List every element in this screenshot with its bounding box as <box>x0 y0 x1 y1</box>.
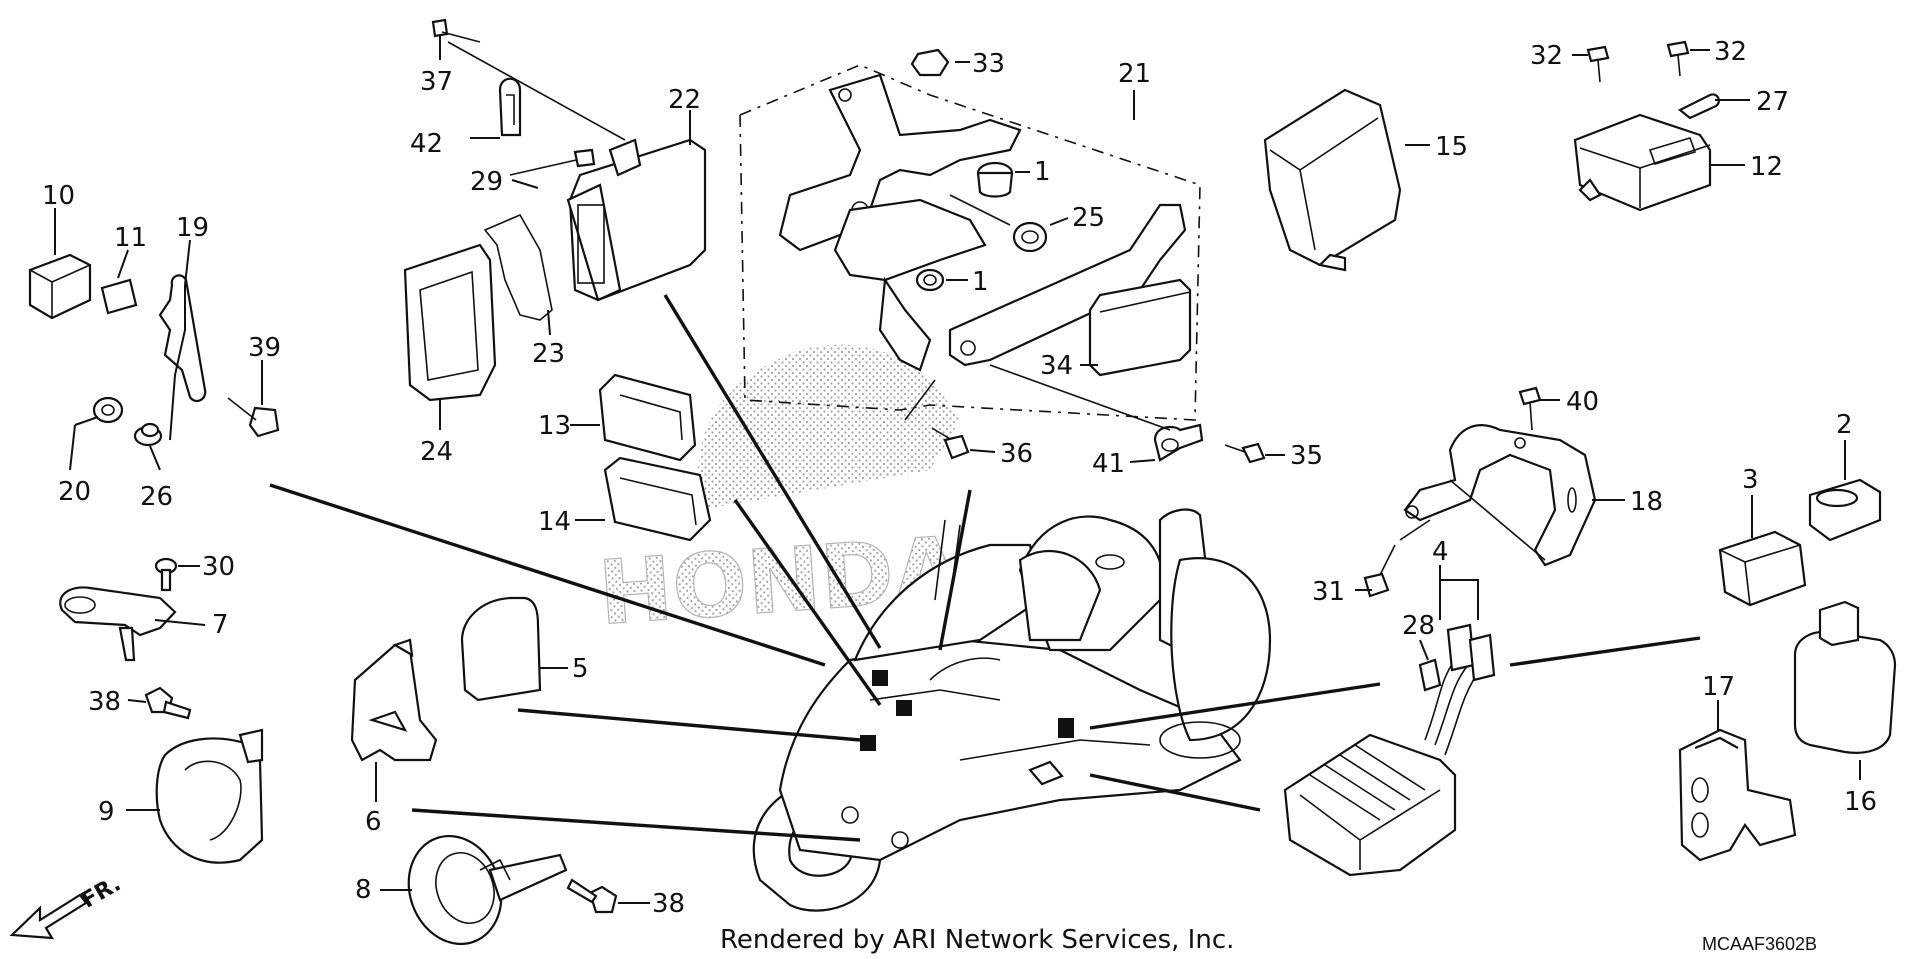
part-17-bracket <box>1678 700 1797 862</box>
diagram-code: MCAAF3602B <box>1702 934 1817 954</box>
part-41-clamp <box>989 364 1204 463</box>
part-34-pad <box>1080 278 1192 377</box>
part-32-screw-right <box>1666 40 1710 77</box>
callout-2: 2 <box>1836 410 1853 440</box>
part-2-cover <box>1808 440 1882 542</box>
callout-7: 7 <box>212 610 229 640</box>
callout-21: 21 <box>1118 59 1151 89</box>
part-12-module <box>1573 113 1745 212</box>
location-pointers <box>269 294 1701 842</box>
part-42-clip <box>470 77 522 139</box>
part-37-screw <box>431 18 626 141</box>
callout-38-top: 38 <box>88 687 121 717</box>
part-31-bolt <box>1355 479 1546 598</box>
callout-41: 41 <box>1092 449 1125 479</box>
part-19-bracket <box>158 239 207 441</box>
part-23-gasket <box>483 213 553 336</box>
callout-3: 3 <box>1742 465 1759 495</box>
part-6-bracket <box>350 638 438 802</box>
callout-31: 31 <box>1312 577 1345 607</box>
callout-35: 35 <box>1290 441 1323 471</box>
part-38-bolt-top <box>127 686 192 720</box>
callout-28: 28 <box>1402 611 1435 641</box>
callout-34: 34 <box>1040 351 1073 381</box>
part-4-regulator <box>1283 565 1496 877</box>
part-32-screw-left <box>1572 45 1610 83</box>
part-25-grommet <box>949 194 1069 253</box>
callout-42: 42 <box>410 129 443 159</box>
part-1-grommet-mid <box>915 268 968 292</box>
part-8-horn <box>380 834 568 946</box>
motorcycle-illustration <box>752 508 1272 912</box>
part-40-bolt <box>1518 386 1560 431</box>
callout-39: 39 <box>248 333 281 363</box>
part-1-grommet-top <box>976 161 1030 198</box>
part-38-bolt-bottom <box>566 878 650 914</box>
callout-37: 37 <box>420 67 453 97</box>
callout-12: 12 <box>1750 152 1783 182</box>
part-21-bracket <box>778 73 1187 372</box>
part-18-bracket <box>1403 424 1625 567</box>
callout-36: 36 <box>1000 439 1033 469</box>
part-5-pad <box>460 596 568 702</box>
callout-5: 5 <box>572 654 589 684</box>
callout-labels: 10 11 19 39 20 26 30 7 38 9 8 38 6 5 24 … <box>42 37 1877 919</box>
callout-24: 24 <box>420 437 453 467</box>
callout-25: 25 <box>1072 203 1105 233</box>
callout-1-mid: 1 <box>972 267 989 297</box>
callout-40: 40 <box>1566 387 1599 417</box>
callout-6: 6 <box>365 807 382 837</box>
rendered-by-credit: Rendered by ARI Network Services, Inc. <box>720 925 1234 955</box>
callout-17: 17 <box>1702 672 1735 702</box>
callout-13: 13 <box>538 411 571 441</box>
callout-10: 10 <box>42 181 75 211</box>
callout-4: 4 <box>1432 537 1449 567</box>
part-14-module <box>575 456 712 542</box>
part-10-relay <box>28 208 92 320</box>
part-20-nut <box>69 396 124 471</box>
part-36-bolt <box>904 379 996 460</box>
callout-1-top: 1 <box>1034 157 1051 187</box>
callout-9: 9 <box>98 797 115 827</box>
part-7-sensor <box>59 586 206 662</box>
callout-32-right: 32 <box>1714 37 1747 67</box>
front-marker-label: FR. <box>77 872 125 914</box>
part-9-horn <box>126 728 264 864</box>
part-30-screw <box>154 557 200 592</box>
part-3-cap <box>1718 495 1807 607</box>
part-24-cover <box>403 243 497 430</box>
callout-15: 15 <box>1435 132 1468 162</box>
part-11-block <box>100 249 138 315</box>
callout-20: 20 <box>58 477 91 507</box>
part-15-cover <box>1263 88 1430 272</box>
part-29-bolt <box>509 148 596 189</box>
part-27-clip <box>1677 93 1750 120</box>
callout-29: 29 <box>470 167 503 197</box>
callout-38-bottom: 38 <box>652 889 685 919</box>
callout-26: 26 <box>140 482 173 512</box>
callout-19: 19 <box>176 213 209 243</box>
group-21-boundary <box>739 64 1201 421</box>
part-22-ecu <box>566 110 707 302</box>
callout-16: 16 <box>1844 787 1877 817</box>
callout-30: 30 <box>202 552 235 582</box>
part-35-bolt <box>1224 442 1285 464</box>
callout-8: 8 <box>355 875 372 905</box>
callout-22: 22 <box>668 85 701 115</box>
callout-14: 14 <box>538 507 571 537</box>
part-26-collar <box>133 422 163 471</box>
part-16-box <box>1793 600 1897 780</box>
callout-23: 23 <box>532 339 565 369</box>
callout-32-left: 32 <box>1530 41 1563 71</box>
callout-27: 27 <box>1756 87 1789 117</box>
callout-33: 33 <box>972 49 1005 79</box>
part-39-bolt <box>227 360 280 438</box>
part-28-connector <box>1418 639 1442 692</box>
part-13-module <box>570 373 697 462</box>
front-direction-marker: FR. <box>9 872 125 940</box>
callout-11: 11 <box>114 223 147 253</box>
part-33-nut <box>910 48 970 77</box>
callout-18: 18 <box>1630 487 1663 517</box>
